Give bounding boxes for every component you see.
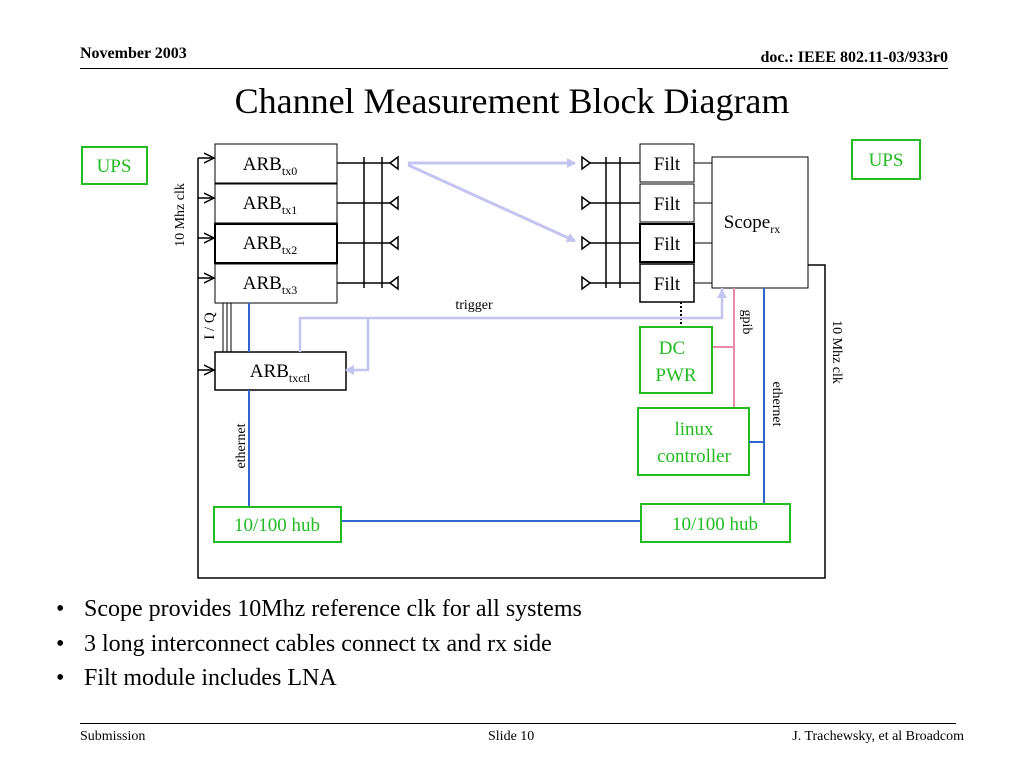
header-rule [80, 68, 948, 69]
arb-tx1-box [214, 183, 338, 224]
slide-title: Channel Measurement Block Diagram [234, 81, 790, 121]
hub-right-label: 10/100 hub [672, 514, 758, 535]
ups-left-box [81, 146, 148, 185]
bullet-text: Filt module includes LNA [84, 665, 337, 691]
arb-tx0-label: ARBtx0 [243, 154, 297, 178]
header-date: November 2003 [80, 45, 187, 62]
bullet-item: • 3 long interconnect cables connect tx a… [56, 627, 582, 662]
bullet-item: • Filt module includes LNA [56, 661, 582, 696]
arb-tx3-label: ARBtx3 [243, 273, 297, 297]
bullet-dot: • [56, 665, 65, 691]
filt-label: Filt [654, 154, 681, 175]
arb-tx1-label: ARBtx1 [243, 193, 297, 217]
rx-antenna-group [581, 155, 640, 291]
hub-left-label: 10/100 hub [234, 515, 320, 536]
linux-label-1: linux [674, 419, 714, 440]
arb-txctl-box [214, 351, 347, 391]
bullet-text: Scope provides 10Mhz reference clk for a… [84, 596, 582, 622]
dc-pwr-label-1: DC [659, 338, 685, 359]
ethernet-label-left: ethernet [234, 423, 249, 468]
filt-scope-connectors [694, 162, 712, 284]
hub-left-box [213, 506, 342, 543]
arb-tx0-box [214, 143, 338, 184]
hub-right-box [640, 503, 791, 543]
footer-submission: Submission [80, 729, 146, 744]
footer-rule [80, 723, 956, 724]
filt-box-0 [639, 143, 695, 183]
ethernet-label-right: ethernet [769, 381, 784, 426]
tx-antenna-group [337, 155, 399, 291]
clock-label-right: 10 Mhz clk [829, 320, 844, 384]
channel-arrow [407, 163, 576, 243]
arb-tx2-label: ARBtx2 [243, 233, 297, 257]
bullet-item: • Scope provides 10Mhz reference clk for … [56, 592, 582, 627]
ups-left-label: UPS [97, 156, 132, 177]
filt-box-3 [639, 263, 695, 303]
filt-box-1 [639, 183, 695, 223]
iq-label: I / Q [202, 312, 218, 340]
dc-pwr-box [639, 326, 713, 394]
footer-author: J. Trachewsky, et al Broadcom [792, 729, 964, 744]
footer-slide-number: Slide 10 [488, 729, 535, 744]
ups-right-box [851, 139, 921, 180]
arb-txctl-label: ARBtxctl [250, 361, 311, 385]
trigger-arrow-txctl [345, 318, 370, 375]
bullet-dot: • [56, 630, 65, 657]
dc-pwr-label-2: PWR [655, 365, 697, 386]
linux-label-2: controller [657, 446, 732, 467]
filt-label: Filt [654, 234, 681, 255]
header-doc-id: doc.: IEEE 802.11-03/933r0 [760, 49, 948, 66]
clock-label-left: 10 Mhz clk [173, 183, 188, 247]
scope-label: Scoperx [724, 212, 780, 236]
bullet-dot: • [56, 596, 65, 622]
bullet-list: • Scope provides 10Mhz reference clk for … [56, 592, 582, 696]
bullet-text: 3 long interconnect cables connect tx an… [84, 630, 552, 657]
filt-label: Filt [654, 194, 681, 215]
ups-right-label: UPS [869, 150, 904, 171]
arb-tx2-box [214, 223, 338, 264]
arb-tx3-box [214, 263, 338, 304]
gpib-label: gpib [739, 310, 754, 335]
scope-box [711, 156, 809, 289]
clock-loop-line [197, 158, 826, 579]
trigger-label: trigger [455, 298, 493, 313]
trigger-line [298, 288, 724, 352]
filt-label: Filt [654, 274, 681, 295]
